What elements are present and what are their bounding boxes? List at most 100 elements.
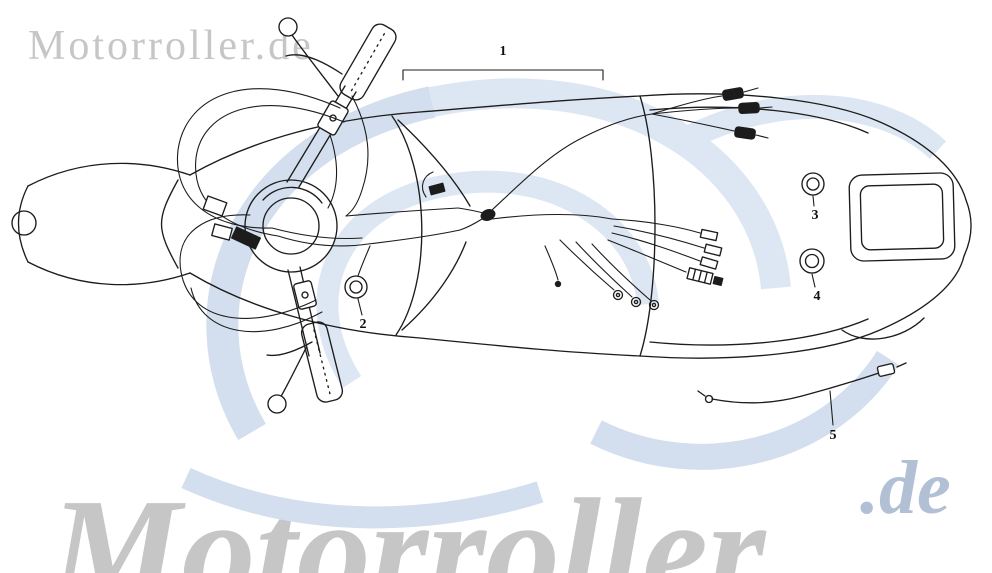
cable-end-stem <box>697 390 706 397</box>
scooter-body <box>189 93 972 359</box>
grommet-inner <box>806 177 820 191</box>
lower-bar-line <box>287 269 310 357</box>
grip-hatching <box>313 329 331 395</box>
body-inner-bottom <box>649 318 869 346</box>
callout-label-5: 5 <box>829 428 837 443</box>
terminal-stem <box>544 245 559 281</box>
cable-loop <box>176 88 341 229</box>
body-tail <box>963 199 972 257</box>
left-connector-block <box>202 195 228 217</box>
clip-hook-wire <box>421 171 434 198</box>
rear-rack-outer <box>848 172 956 262</box>
connector <box>703 243 723 257</box>
callout-3-leader <box>812 195 815 207</box>
body-seam-rear <box>639 95 656 357</box>
ring-terminal <box>630 296 642 308</box>
fuse-end-cap <box>712 275 724 287</box>
grip-hatching <box>350 32 386 92</box>
rear-bumper-line <box>841 317 925 340</box>
front-fender <box>11 162 191 286</box>
switch-wire <box>327 134 338 209</box>
throttle-cable <box>345 95 369 217</box>
upper-mirror-stalk <box>291 34 339 97</box>
scooter-line-art <box>11 17 972 414</box>
switch-button <box>301 291 309 299</box>
connector <box>699 256 719 270</box>
grommet-outer <box>801 172 825 196</box>
connector <box>722 87 744 101</box>
harness-clip <box>428 182 446 196</box>
branch-wire <box>491 213 613 220</box>
connector-tail <box>755 134 769 139</box>
callout-label-1: 1 <box>499 44 507 59</box>
connector <box>712 275 724 287</box>
grommet-part-3 <box>801 172 825 196</box>
grommet-part-2 <box>344 275 368 299</box>
logo-swirl <box>181 467 544 529</box>
callout-4-leader <box>811 273 816 288</box>
clip <box>428 182 446 196</box>
black-connector <box>738 101 760 115</box>
lower-grip <box>300 321 344 403</box>
steering-head-inner <box>262 197 320 255</box>
callout-1-bracket <box>402 69 604 81</box>
rear-rack-inner <box>859 183 945 251</box>
callout-label-2: 2 <box>359 317 367 332</box>
wiring-harness <box>176 87 773 333</box>
connector-tail <box>759 106 773 109</box>
branch-wire <box>651 107 739 115</box>
lower-mirror-head <box>267 394 287 414</box>
terminal-stem <box>591 243 651 301</box>
cable-line <box>711 371 883 404</box>
branch-wire <box>651 113 735 132</box>
grommet-inner <box>349 280 363 294</box>
spade-connector <box>699 228 719 242</box>
fender-top <box>27 162 191 187</box>
logo-swirl <box>429 78 791 290</box>
cable-part-5 <box>697 362 907 404</box>
callout-label-4: 4 <box>813 289 821 304</box>
connector <box>734 126 756 140</box>
ring-terminal <box>648 299 660 311</box>
branch-wire <box>611 232 701 262</box>
tunnel-top-line <box>397 119 471 207</box>
ring-terminal <box>612 289 624 301</box>
watermark-de-text: .de <box>860 446 951 530</box>
branch-wire <box>651 95 723 115</box>
steering-head-arc <box>262 186 323 204</box>
grommet-outer <box>344 275 368 299</box>
callout-2-leader <box>357 298 363 316</box>
connector-tail <box>743 87 759 93</box>
cable-loop <box>195 105 345 237</box>
ring-terminal-hole <box>615 292 621 298</box>
cable-end-ring <box>704 394 714 404</box>
harness-trunk <box>271 227 363 240</box>
branch-wire <box>613 225 705 249</box>
left-connector-block <box>211 223 233 241</box>
callout-lines <box>357 69 834 426</box>
branch-wire <box>607 239 687 273</box>
harness-junction <box>480 209 496 221</box>
harness-trunk <box>277 235 369 247</box>
harness-trunk <box>345 207 459 217</box>
spade-connector <box>699 256 719 270</box>
fender-seam <box>160 179 179 269</box>
connector <box>202 195 228 217</box>
fender-nose <box>17 185 29 263</box>
body-inner-top <box>649 106 869 134</box>
terminal-stem <box>559 239 615 291</box>
cable-loop <box>190 287 323 333</box>
handlebar-assembly <box>244 17 397 414</box>
cable-loop <box>179 214 317 319</box>
left-black-connector <box>231 226 261 250</box>
logo-swirl <box>590 350 899 470</box>
branch-wire <box>357 245 371 277</box>
branch-wire <box>611 218 701 234</box>
fuse-stripe <box>703 271 708 284</box>
ring-terminal-hole <box>651 302 657 308</box>
terminal-stem <box>575 241 633 298</box>
grommet-outer <box>799 248 825 274</box>
callout-5-leader <box>829 390 834 426</box>
